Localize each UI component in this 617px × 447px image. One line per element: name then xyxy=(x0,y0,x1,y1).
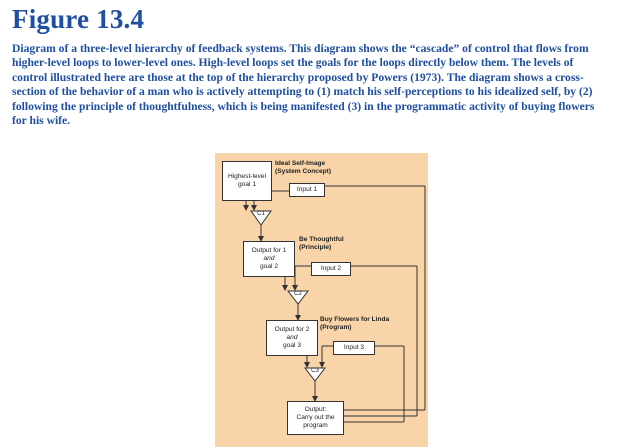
final-output-line3: program xyxy=(303,422,328,429)
output2-goal3-box: Output for 2 and goal 3 xyxy=(266,320,318,356)
input2-box: Input 2 xyxy=(311,262,351,276)
input3-label: Input 3 xyxy=(343,344,365,351)
output2-line3: goal 3 xyxy=(283,342,301,349)
output1-line1: Output for 1 xyxy=(251,247,287,254)
comparator-c2-triangle xyxy=(286,290,310,305)
figure-caption: Diagram of a three-level hierarchy of fe… xyxy=(12,42,595,128)
comparator-c1-label: C1 xyxy=(257,211,265,217)
level1-label-line1: Ideal Self-Image xyxy=(275,160,326,167)
comparator-c1-triangle xyxy=(250,210,272,226)
diagram-panel xyxy=(215,153,428,447)
goal1-line1: Highest-level xyxy=(227,173,267,180)
level2-label-line2: (Principle) xyxy=(299,244,332,251)
level1-label-line2: (System Concept) xyxy=(275,168,332,175)
level3-label-line1: Buy Flowers for Linda xyxy=(320,316,390,323)
level2-label-line1: Be Thoughtful xyxy=(299,236,344,243)
output1-line2: and xyxy=(263,255,275,262)
output2-line1: Output for 2 xyxy=(274,326,310,333)
output1-goal2-box: Output for 1 and goal 2 xyxy=(243,241,295,277)
level3-label-line2: (Program) xyxy=(320,324,352,331)
final-output-box: Output: Carry out the program xyxy=(287,401,344,435)
comparator-c2-label: C2 xyxy=(294,291,302,297)
output2-line2: and xyxy=(286,334,298,341)
input1-box: Input 1 xyxy=(289,183,325,197)
goal1-line2: goal 1 xyxy=(238,181,256,188)
level2-label: Be Thoughtful (Principle) xyxy=(299,236,344,252)
input1-label: Input 1 xyxy=(296,186,318,193)
input3-box: Input 3 xyxy=(333,341,375,355)
input2-label: Input 2 xyxy=(320,265,342,272)
figure-title: Figure 13.4 xyxy=(12,4,145,34)
output1-line3: goal 2 xyxy=(260,263,278,270)
final-output-line1: Output: xyxy=(304,406,327,413)
comparator-c3-triangle xyxy=(303,367,327,382)
level1-label: Ideal Self-Image (System Concept) xyxy=(275,160,331,176)
comparator-c3-label: C3 xyxy=(311,368,319,374)
level3-label: Buy Flowers for Linda (Program) xyxy=(320,316,389,332)
highest-level-goal-box: Highest-level goal 1 xyxy=(222,161,272,201)
final-output-line2: Carry out the xyxy=(296,414,335,421)
